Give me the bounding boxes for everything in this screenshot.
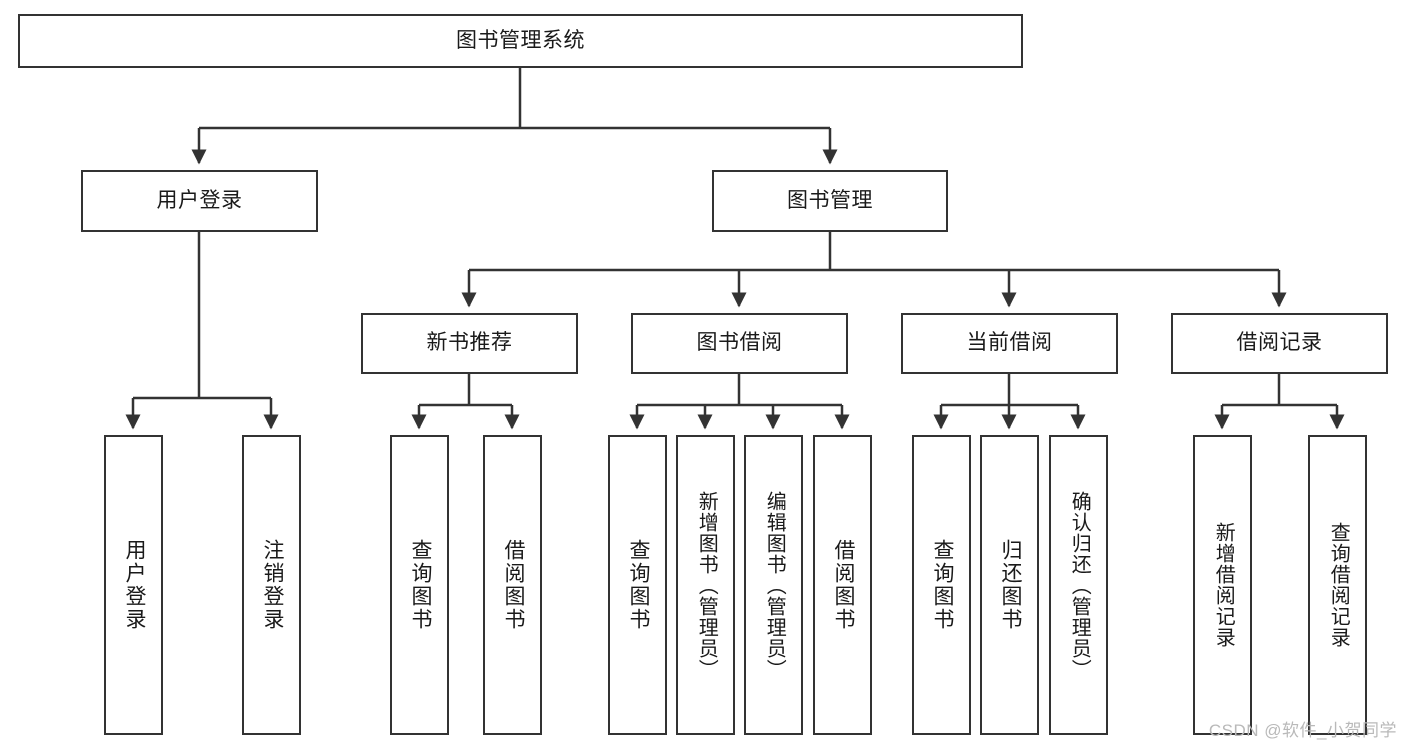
leaf-confirm-return[interactable]: 确认归还（管理员） [1049,435,1108,735]
leaf-user-login-label: 用户登录 [122,539,146,631]
leaf-borrow-book-1[interactable]: 借阅图书 [483,435,542,735]
leaf-borrow-book-2[interactable]: 借阅图书 [813,435,872,735]
leaf-query-book-1[interactable]: 查询图书 [390,435,449,735]
leaf-add-record[interactable]: 新增借阅记录 [1193,435,1252,735]
leaf-borrow-book-2-label: 借阅图书 [831,539,855,631]
node-user-login[interactable]: 用户登录 [81,170,318,232]
node-book-manage[interactable]: 图书管理 [712,170,948,232]
node-user-login-label: 用户登录 [156,188,243,212]
node-root-label: 图书管理系统 [456,28,585,52]
leaf-user-logout-label: 注销登录 [260,539,284,631]
node-current-borrow[interactable]: 当前借阅 [901,313,1118,374]
leaf-confirm-return-label: 确认归还（管理员） [1068,490,1091,680]
leaf-query-book-1-label: 查询图书 [408,539,432,631]
leaf-query-book-3[interactable]: 查询图书 [912,435,971,735]
leaf-add-record-label: 新增借阅记录 [1212,522,1235,648]
node-root[interactable]: 图书管理系统 [18,14,1023,68]
leaf-query-book-2-label: 查询图书 [626,539,650,631]
watermark: CSDN @软件_小贺同学 [1208,721,1397,740]
leaf-query-book-2[interactable]: 查询图书 [608,435,667,735]
node-current-borrow-label: 当前借阅 [966,331,1053,355]
leaf-query-book-3-label: 查询图书 [930,539,954,631]
leaf-query-record[interactable]: 查询借阅记录 [1308,435,1367,735]
node-book-manage-label: 图书管理 [787,188,873,212]
leaf-return-book-label: 归还图书 [998,539,1022,631]
leaf-query-record-label: 查询借阅记录 [1327,522,1350,648]
node-book-borrow[interactable]: 图书借阅 [631,313,848,374]
leaf-edit-book-label: 编辑图书（管理员） [763,490,786,680]
node-borrow-record[interactable]: 借阅记录 [1171,313,1388,374]
node-new-book-recommend-label: 新书推荐 [426,331,513,355]
node-borrow-record-label: 借阅记录 [1236,331,1323,355]
leaf-edit-book[interactable]: 编辑图书（管理员） [744,435,803,735]
leaf-return-book[interactable]: 归还图书 [980,435,1039,735]
leaf-add-book[interactable]: 新增图书（管理员） [676,435,735,735]
leaf-borrow-book-1-label: 借阅图书 [501,539,525,631]
node-new-book-recommend[interactable]: 新书推荐 [361,313,578,374]
leaf-add-book-label: 新增图书（管理员） [695,490,718,680]
node-book-borrow-label: 图书借阅 [696,331,783,355]
leaf-user-logout[interactable]: 注销登录 [242,435,301,735]
leaf-user-login[interactable]: 用户登录 [104,435,163,735]
